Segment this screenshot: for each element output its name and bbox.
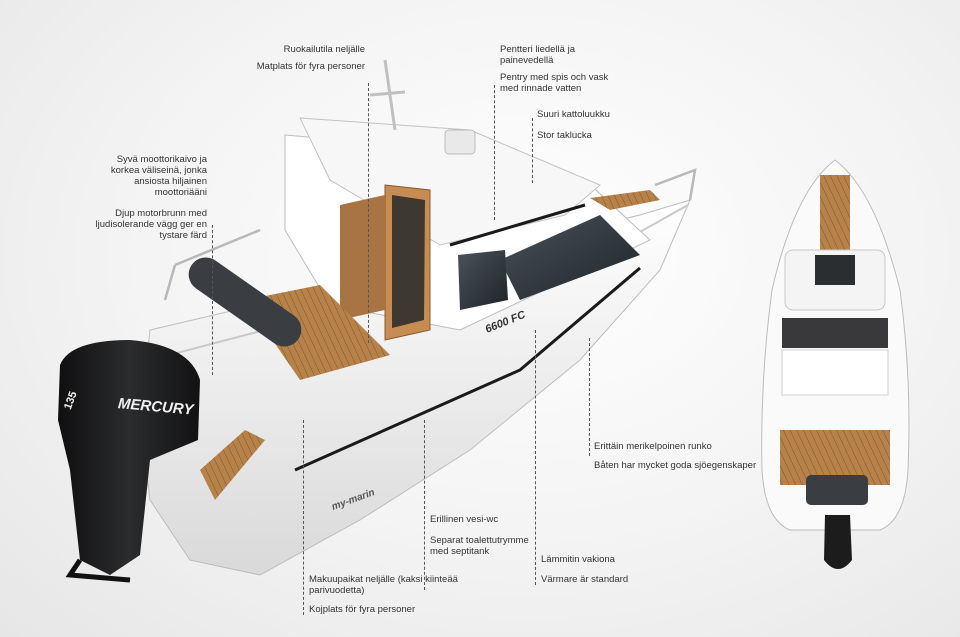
callout-hatch-sv: Stor taklucka (537, 130, 592, 141)
cockpit-seat (188, 257, 302, 347)
bow-deck (590, 190, 660, 210)
mast (369, 59, 406, 131)
door-glass (392, 195, 425, 328)
callout-galley-fi: Pentteri liedellä ja painevedellä (500, 44, 575, 66)
topview-bow-deck (820, 175, 850, 250)
cabin-interior (340, 195, 385, 320)
callout-hull-sv: Båten har mycket goda sjöegenskaper (594, 460, 757, 471)
callout-dining: Ruokailutila neljälle Matplats för fyra … (255, 44, 365, 72)
engine-brand: MERCURY (117, 395, 196, 419)
callout-dining-sv: Matplats för fyra personer (256, 61, 365, 72)
outboard-engine (58, 340, 200, 575)
hull (139, 199, 691, 576)
engine-hp: 135 (62, 390, 80, 411)
topview-windshield (782, 318, 888, 348)
topview-hatch (815, 255, 855, 285)
callout-hull: Erittäin merikelpoinen runko Båten har m… (594, 441, 784, 471)
side-window (458, 250, 508, 310)
callout-berths: Makuupaikat neljälle (kaksi kiinteää par… (309, 574, 459, 615)
topview-outboard (824, 515, 852, 569)
callout-engine-well-sv: Djup motorbrunn med ljudisolerande vägg … (95, 208, 207, 241)
topview-cabin (781, 349, 889, 396)
callout-engine-well: Syvä moottorikaivo ja korkea väliseinä, … (92, 154, 207, 241)
callout-galley: Pentteri liedellä ja painevedellä Pentry… (500, 44, 620, 94)
callout-hatch-fi: Suuri kattoluukku (537, 109, 610, 120)
callout-heater-fi: Lämmitin vakiona (541, 554, 615, 565)
railing (163, 168, 697, 301)
callout-heater: Lämmitin vakiona Värmare är standard (541, 554, 651, 585)
callout-berths-sv: Kojplats för fyra personer (309, 604, 416, 615)
hull-stripe (294, 266, 641, 472)
callout-galley-sv: Pentry med spis och vask med rinnade vat… (500, 72, 609, 94)
callout-wc-fi: Erillinen vesi-wc (430, 514, 499, 525)
callout-dining-fi: Ruokailutila neljälle (283, 44, 365, 55)
callout-hull-fi: Erittäin merikelpoinen runko (594, 441, 712, 452)
callout-hatch: Suuri kattoluukku Stor taklucka (537, 109, 667, 141)
topview-engine-cover (806, 475, 868, 505)
callout-berths-fi: Makuupaikat neljälle (kaksi kiinteää par… (309, 574, 458, 596)
radar-dome (444, 129, 476, 155)
swim-platform (200, 430, 265, 500)
callout-wc: Erillinen vesi-wc Separat toalettutrymme… (430, 514, 530, 557)
callout-wc-sv: Separat toalettutrymme med septitank (430, 535, 529, 557)
roof-stripe (449, 203, 586, 247)
windshield (500, 215, 640, 300)
callout-heater-sv: Värmare är standard (541, 574, 629, 585)
callout-engine-well-fi: Syvä moottorikaivo ja korkea väliseinä, … (110, 154, 207, 198)
